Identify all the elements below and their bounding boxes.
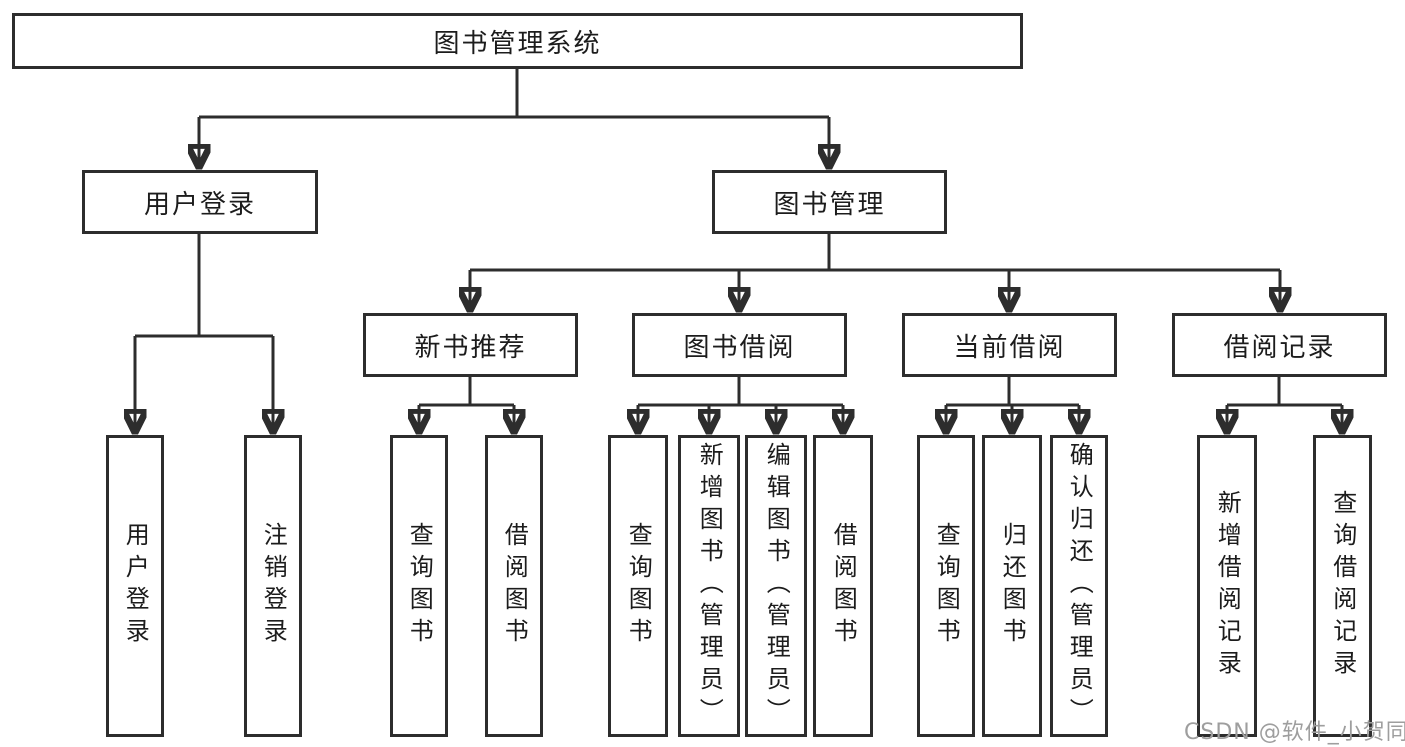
node-borrowing-records: 借阅记录 — [1172, 313, 1387, 377]
leaf-label: 新增图书（管理员） — [695, 442, 724, 730]
leaf-logout: 注销登录 — [244, 435, 302, 737]
leaf-label: 查询图书 — [932, 522, 961, 650]
leaf-label: 借阅图书 — [829, 522, 858, 650]
leaf-add-book-admin: 新增图书（管理员） — [678, 435, 740, 737]
leaf-user-login: 用户登录 — [106, 435, 164, 737]
leaf-label: 查询图书 — [405, 522, 434, 650]
node-label: 借阅记录 — [1223, 332, 1336, 363]
leaf-edit-book-admin: 编辑图书（管理员） — [745, 435, 807, 737]
leaf-return-book: 归还图书 — [982, 435, 1042, 737]
leaf-add-borrow-record: 新增借阅记录 — [1197, 435, 1257, 737]
csdn-watermark: CSDN @软件_小贺同学 — [1184, 720, 1405, 745]
node-user-login: 用户登录 — [82, 170, 318, 234]
leaf-query-borrow-record: 查询借阅记录 — [1313, 435, 1372, 737]
node-label: 用户登录 — [143, 189, 256, 220]
leaf-label: 确认归还（管理员） — [1065, 442, 1094, 730]
node-label: 新书推荐 — [414, 332, 527, 363]
node-current-borrowing: 当前借阅 — [902, 313, 1117, 377]
leaf-confirm-return-admin: 确认归还（管理员） — [1050, 435, 1108, 737]
leaf-label: 新增借阅记录 — [1213, 490, 1242, 682]
leaf-label: 用户登录 — [121, 522, 150, 650]
node-label: 当前借阅 — [953, 332, 1066, 363]
leaf-label: 编辑图书（管理员） — [762, 442, 791, 730]
leaf-borrow-books-borrowing: 借阅图书 — [813, 435, 873, 737]
node-label: 图书管理 — [773, 189, 886, 220]
leaf-label: 查询图书 — [624, 522, 653, 650]
leaf-label: 归还图书 — [998, 522, 1027, 650]
node-label: 图书借阅 — [683, 332, 796, 363]
leaf-query-books-recommend: 查询图书 — [390, 435, 448, 737]
leaf-borrow-books-recommend: 借阅图书 — [485, 435, 543, 737]
leaf-label: 查询借阅记录 — [1328, 490, 1357, 682]
node-new-book-recommend: 新书推荐 — [363, 313, 578, 377]
node-label: 图书管理系统 — [433, 28, 602, 59]
leaf-label: 借阅图书 — [500, 522, 529, 650]
node-book-management: 图书管理 — [712, 170, 947, 234]
leaf-label: 注销登录 — [259, 522, 288, 650]
leaf-query-books-current: 查询图书 — [917, 435, 975, 737]
node-library-system: 图书管理系统 — [12, 13, 1023, 69]
node-book-borrowing: 图书借阅 — [632, 313, 847, 377]
leaf-query-books-borrowing: 查询图书 — [608, 435, 668, 737]
connector-skeleton — [135, 69, 1342, 407]
